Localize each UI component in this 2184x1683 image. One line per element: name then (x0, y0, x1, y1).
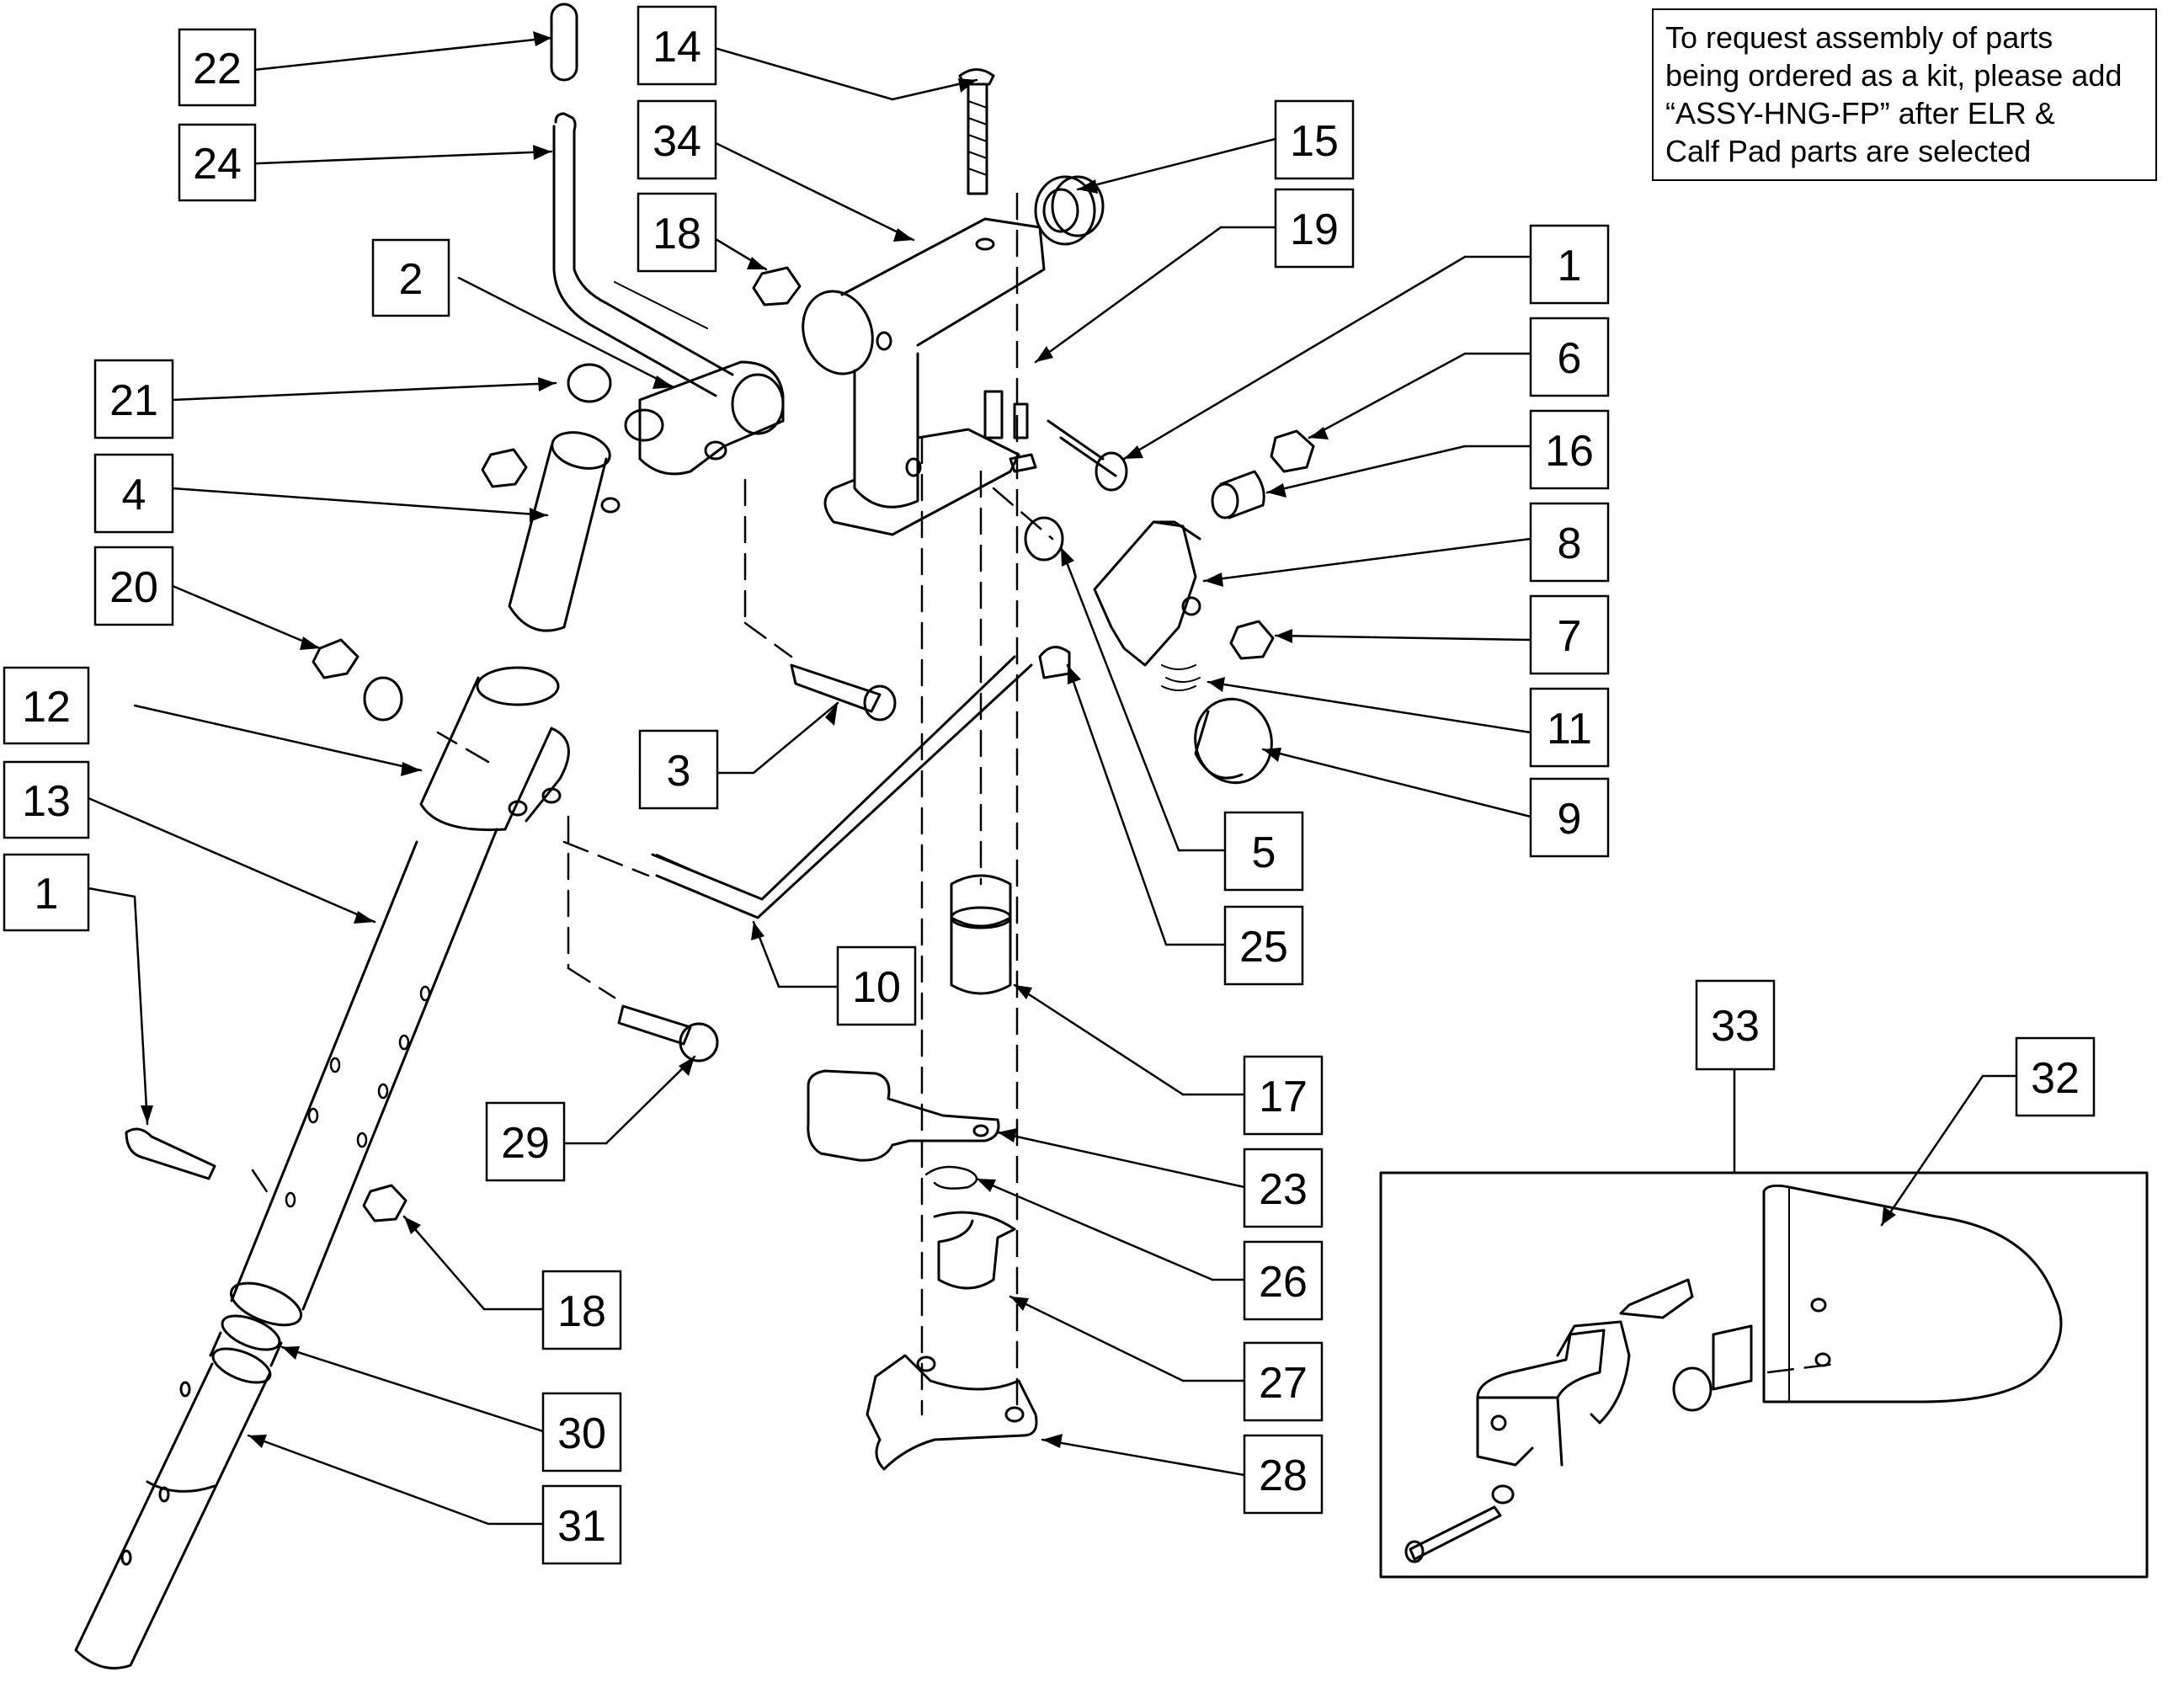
callout-6-box (1529, 317, 1610, 397)
callout-18-top-box (637, 192, 717, 273)
callout-15-box (1274, 99, 1355, 180)
callout-28-box (1243, 1434, 1324, 1515)
callout-20: 20 (109, 563, 158, 612)
callout-16: 16 (1545, 427, 1594, 476)
callout-27-box (1243, 1341, 1324, 1422)
callout-32: 32 (2031, 1054, 2080, 1103)
callout-11-box (1529, 687, 1610, 768)
callout-4: 4 (122, 471, 146, 519)
top-screw (958, 68, 995, 195)
callout-1-left-box (3, 853, 90, 932)
callout-3-box (638, 729, 719, 810)
callout-7-box (1529, 594, 1610, 675)
arrowheads (141, 31, 1896, 1448)
hinge-bracket (624, 360, 785, 476)
callout-15: 15 (1290, 117, 1339, 166)
end-cap (1034, 175, 1105, 246)
callout-18-bottom: 18 (557, 1287, 606, 1336)
callout-19-box (1274, 188, 1355, 269)
callout-1-right-box (1529, 224, 1610, 305)
callout-boxes (3, 5, 2096, 1565)
callout-8-box (1529, 502, 1610, 583)
callout-5-box (1223, 811, 1304, 892)
calf-pad-parts (1404, 1184, 2063, 1563)
callout-4-box (93, 453, 174, 534)
leg-tube (230, 828, 498, 1327)
callout-10: 10 (852, 963, 901, 1012)
callout-3: 3 (667, 747, 691, 796)
hardware (312, 266, 1315, 1222)
extension-tube (74, 1314, 283, 1670)
callout-1-right: 1 (1558, 242, 1582, 290)
callout-21: 21 (109, 376, 158, 425)
assembly-axis-lines (251, 192, 1837, 1416)
callout-9: 9 (1558, 795, 1582, 844)
callout-30: 30 (557, 1409, 606, 1458)
callout-26-box (1243, 1240, 1324, 1321)
hanger-mount (802, 217, 1046, 536)
callout-14: 14 (653, 23, 701, 72)
callout-18-top: 18 (653, 210, 701, 258)
kit-assembly-note: To request assembly of parts being order… (1652, 8, 2157, 181)
leader-lines (87, 36, 2018, 1526)
calf-pad-kit-box (1379, 1171, 2149, 1579)
callout-6: 6 (1558, 334, 1582, 383)
callout-23: 23 (1259, 1165, 1308, 1214)
callout-21-box (93, 359, 174, 439)
callout-33: 33 (1711, 1002, 1760, 1051)
callout-24: 24 (193, 140, 242, 189)
footrest-rod (651, 655, 1033, 919)
callout-34: 34 (653, 117, 701, 166)
callout-12: 12 (22, 683, 71, 732)
hinge-pin (508, 431, 621, 632)
latch-lever (1093, 520, 1273, 785)
callout-31-box (541, 1484, 622, 1565)
callout-23-box (1243, 1148, 1324, 1228)
callout-2: 2 (399, 255, 423, 304)
callout-12-box (3, 666, 90, 745)
bolts (125, 419, 1128, 1180)
callout-13: 13 (22, 777, 71, 826)
handle-tube (550, 3, 734, 397)
callout-32-box (2015, 1036, 2096, 1117)
callout-1-left: 1 (35, 870, 59, 919)
callout-29-box (485, 1101, 566, 1182)
footplate-parts (807, 874, 1038, 1471)
callout-19: 19 (1290, 205, 1339, 254)
callout-14-box (637, 5, 717, 86)
callout-9-box (1529, 777, 1610, 858)
callout-25-box (1223, 905, 1304, 986)
callout-27: 27 (1259, 1359, 1308, 1408)
callout-29: 29 (501, 1119, 550, 1168)
callout-8: 8 (1558, 519, 1582, 568)
callout-5: 5 (1252, 828, 1276, 877)
callout-18-bottom-box (541, 1270, 622, 1350)
callout-13-box (3, 760, 90, 839)
callout-26: 26 (1259, 1258, 1308, 1307)
callout-20-box (93, 546, 174, 626)
callout-34-box (637, 99, 717, 180)
callout-10-box (836, 945, 917, 1026)
callout-24-box (178, 123, 257, 202)
callout-33-box (1695, 979, 1776, 1071)
callout-22-box (178, 28, 257, 107)
callout-17: 17 (1259, 1073, 1308, 1121)
callout-2-box (371, 238, 450, 317)
callout-16-box (1529, 409, 1610, 490)
callout-22: 22 (193, 45, 242, 93)
callout-25: 25 (1239, 923, 1288, 972)
callout-labels: 22 24 2 21 4 20 12 13 1 14 34 18 15 19 1… (22, 23, 2080, 1551)
callout-31: 31 (557, 1502, 606, 1551)
callout-30-box (541, 1392, 622, 1473)
callout-28: 28 (1259, 1451, 1308, 1500)
clamp-collar (419, 666, 570, 832)
tube-holes (285, 985, 431, 1208)
callout-7: 7 (1558, 612, 1582, 661)
callout-11: 11 (1547, 705, 1592, 754)
callout-17-box (1243, 1055, 1324, 1136)
